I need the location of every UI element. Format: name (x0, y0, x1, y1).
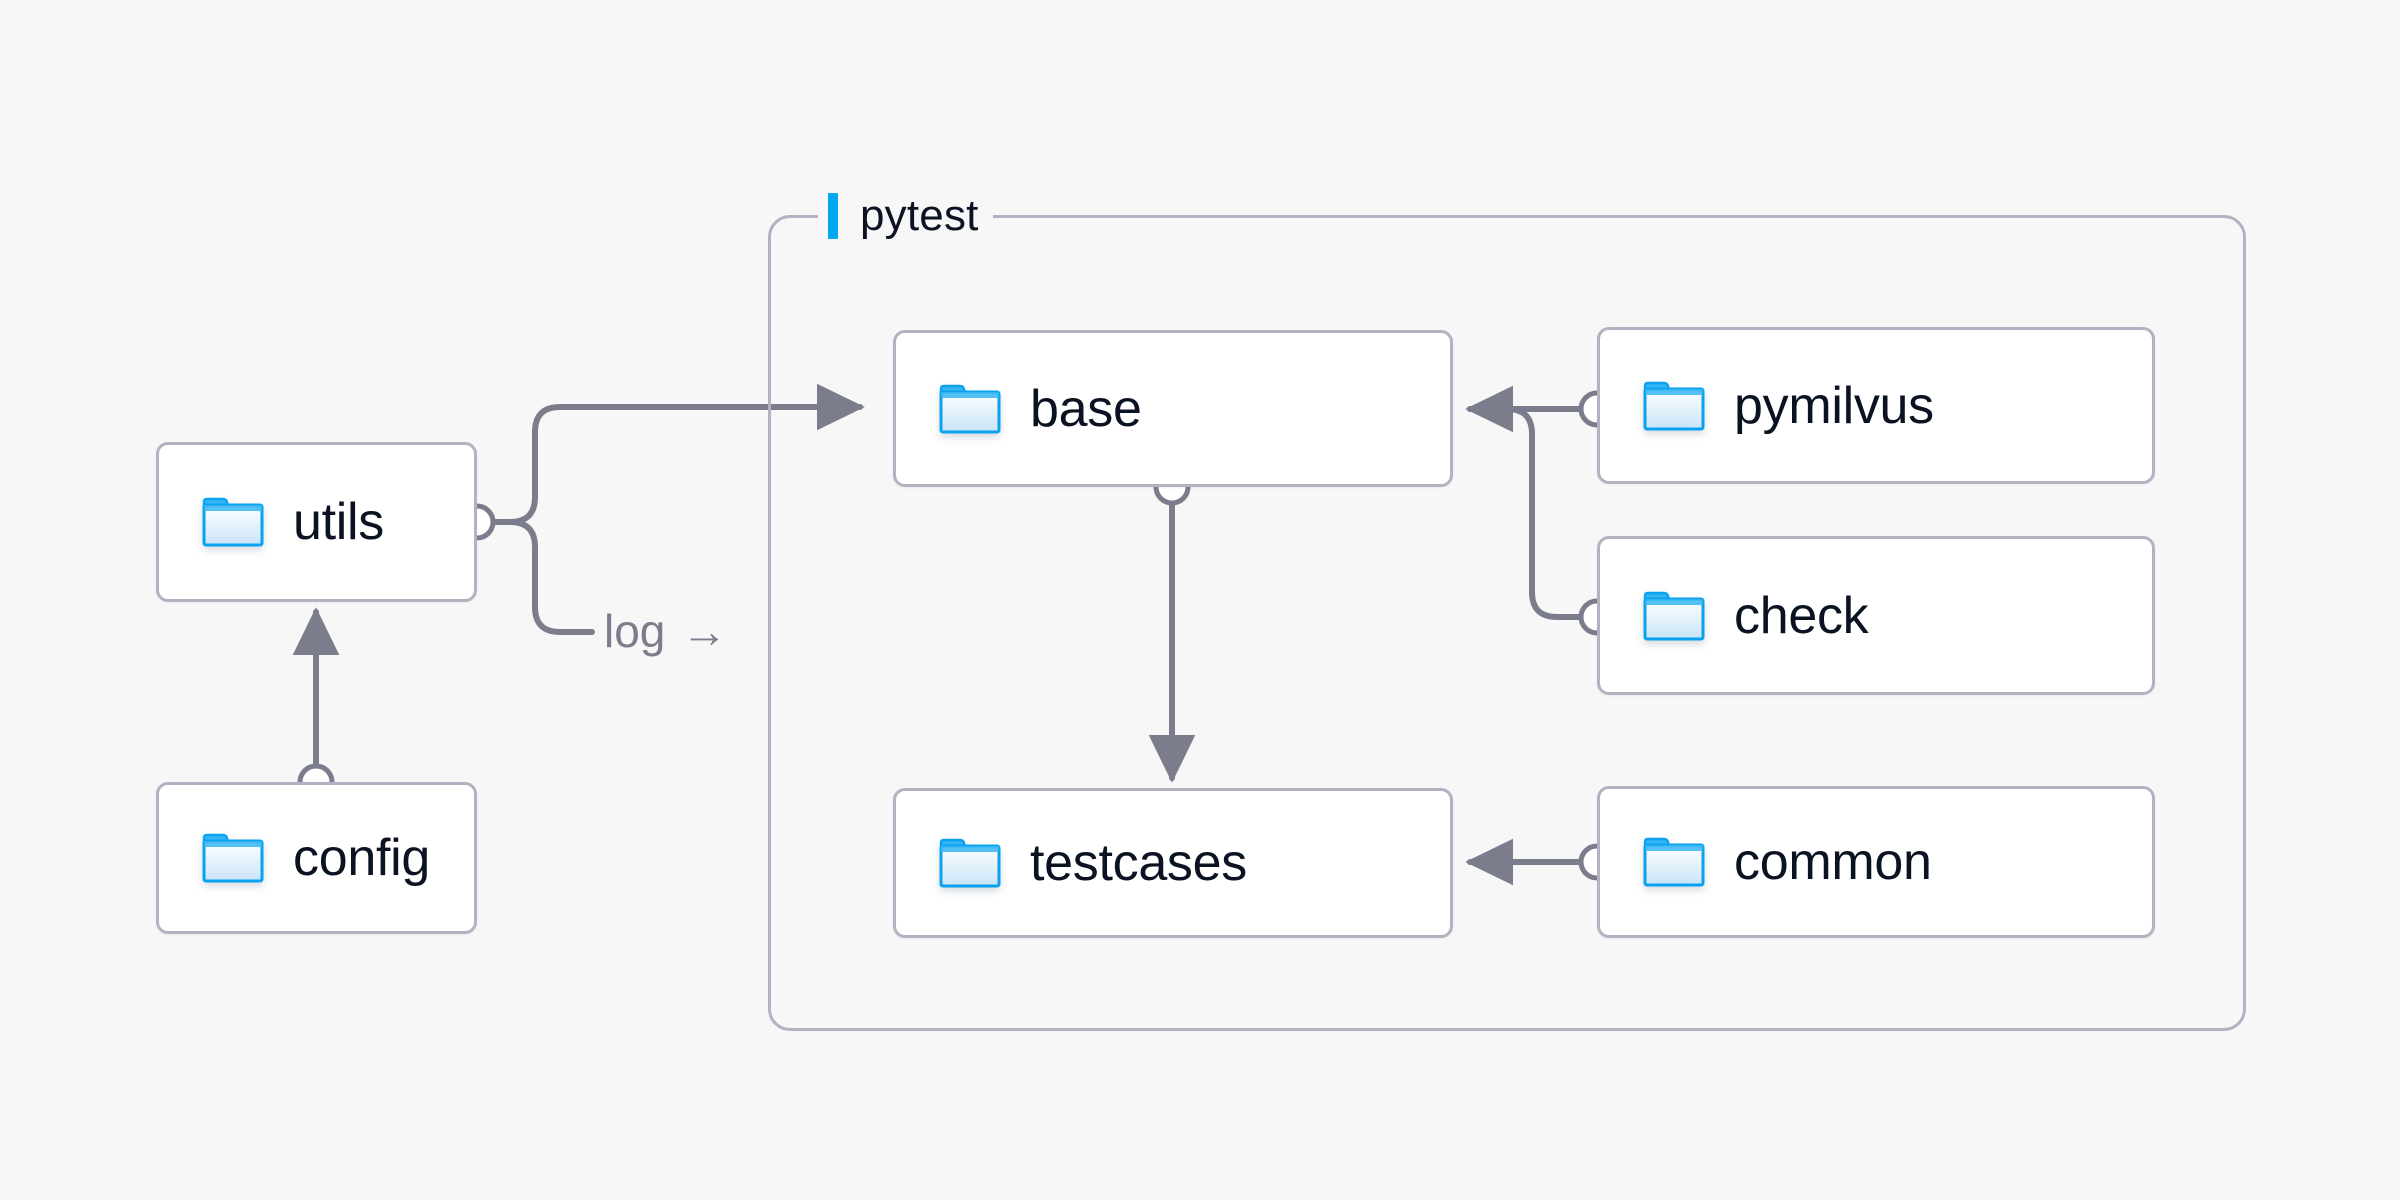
folder-icon (202, 497, 264, 547)
folder-icon (1643, 381, 1705, 430)
node-label: config (293, 829, 430, 887)
folder-icon (939, 838, 1001, 888)
node-check[interactable]: check (1597, 536, 2155, 695)
group-title: pytest (860, 191, 979, 240)
arrow-right-icon: → (681, 605, 728, 657)
folder-icon (939, 384, 1001, 433)
group-pytest[interactable] (768, 215, 2246, 1031)
node-testcases[interactable]: testcases (893, 788, 1453, 938)
node-label: testcases (1030, 834, 1247, 892)
node-label: common (1734, 833, 1932, 891)
node-pymilvus[interactable]: pymilvus (1597, 327, 2155, 484)
node-common[interactable]: common (1597, 786, 2155, 938)
edge-label-log: log → (604, 604, 727, 658)
group-accent-bar (828, 193, 838, 239)
node-label: utils (293, 493, 384, 551)
node-label: pymilvus (1734, 376, 1934, 435)
group-pytest-label: pytest (818, 185, 993, 247)
folder-icon (1643, 591, 1705, 640)
node-base[interactable]: base (893, 330, 1453, 487)
folder-icon (1643, 837, 1705, 887)
edge-utils-log (474, 519, 595, 635)
edge-label-log-text: log (604, 605, 666, 657)
node-label: base (1030, 379, 1142, 438)
node-label: check (1734, 586, 1869, 645)
folder-icon (202, 833, 264, 883)
node-utils[interactable]: utils (156, 442, 477, 602)
node-config[interactable]: config (156, 782, 477, 934)
